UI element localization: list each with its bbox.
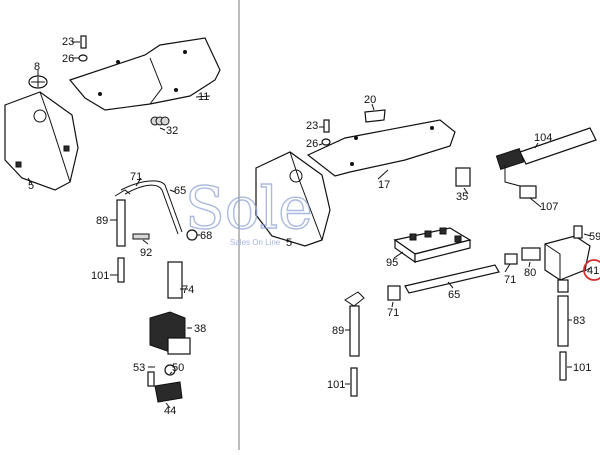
callout-107: 107 xyxy=(540,201,558,213)
callout-71: 71 xyxy=(130,171,142,183)
watermark-subtitle: Sales On Line xyxy=(230,238,281,247)
bolt-right-part xyxy=(323,119,330,133)
callout-20: 20 xyxy=(364,94,376,106)
connector-71-lower-part xyxy=(387,285,401,301)
plug-107-part xyxy=(519,185,537,199)
callout-26: 26 xyxy=(62,53,74,65)
callout-5: 5 xyxy=(28,180,34,192)
callout-8: 8 xyxy=(34,61,40,73)
callout-26-right: 26 xyxy=(306,138,318,150)
bolt-part xyxy=(80,35,87,49)
callout-101-right-b: 101 xyxy=(573,362,591,374)
callout-101-right-a: 101 xyxy=(327,379,345,391)
callout-23-right: 23 xyxy=(306,120,318,132)
callout-65: 65 xyxy=(174,185,186,197)
lead-connector-part xyxy=(167,261,183,299)
spark-plug-right-b-part xyxy=(559,351,567,381)
callout-35: 35 xyxy=(456,191,468,203)
connector-71-upper-part xyxy=(504,253,518,265)
watermark: Sole Sales On Line xyxy=(184,173,313,247)
callout-11: 11 xyxy=(198,91,209,103)
callout-53: 53 xyxy=(133,362,145,374)
callout-89-right: 89 xyxy=(332,325,344,337)
connector-80-part xyxy=(521,247,541,261)
callout-5-right: 5 xyxy=(286,237,292,249)
spark-plug-right-a-part xyxy=(350,367,358,397)
left-panel: 23 8 26 11 32 5 71 65 89 92 68 101 74 38… xyxy=(4,35,221,417)
callout-89: 89 xyxy=(96,215,108,227)
callout-95: 95 xyxy=(386,257,398,269)
right-panel: 20 23 26 104 17 35 107 5 59 95 71 80 41 … xyxy=(255,94,600,397)
extension-tube-part xyxy=(557,295,569,347)
coil-pack-part xyxy=(393,227,472,264)
callout-65-right: 65 xyxy=(448,289,460,301)
ignition-coil-41-part xyxy=(544,225,591,293)
callout-50: 50 xyxy=(172,362,184,374)
plug-connector-part xyxy=(116,199,126,247)
spring-part xyxy=(150,116,170,126)
engine-cover-part xyxy=(68,37,221,111)
coil-cover-part xyxy=(4,91,79,191)
plug-connector-right-part xyxy=(344,291,365,357)
callout-74: 74 xyxy=(182,284,194,296)
callout-71-upper: 71 xyxy=(504,274,516,286)
callout-80: 80 xyxy=(524,267,536,279)
callout-32: 32 xyxy=(166,125,178,137)
cover-plate-part xyxy=(306,119,456,177)
callout-92: 92 xyxy=(140,247,152,259)
wiring-harness-part xyxy=(495,127,597,187)
callout-104: 104 xyxy=(534,132,552,144)
nut-part xyxy=(164,364,176,376)
callout-101: 101 xyxy=(91,270,109,282)
bracket-part xyxy=(154,381,183,403)
bracket-20-part xyxy=(364,109,386,123)
screw-part xyxy=(147,371,155,387)
washer-right-part xyxy=(321,138,331,146)
connector-35-part xyxy=(455,167,471,187)
lead-rod-part xyxy=(404,264,500,294)
washer-part xyxy=(78,54,88,62)
callout-59: 59 xyxy=(589,231,600,243)
highlight-ring xyxy=(583,259,600,281)
callout-41: 41 xyxy=(587,265,599,277)
callout-68: 68 xyxy=(200,230,212,242)
callout-83: 83 xyxy=(573,315,585,327)
clip-part xyxy=(132,233,150,240)
callout-17: 17 xyxy=(378,179,390,191)
spark-plug-part xyxy=(117,257,125,283)
watermark-logo: Sole xyxy=(185,174,313,242)
callout-38: 38 xyxy=(194,323,206,335)
callout-71-lower: 71 xyxy=(387,307,399,319)
callout-44: 44 xyxy=(164,405,176,417)
callout-23: 23 xyxy=(62,36,74,48)
